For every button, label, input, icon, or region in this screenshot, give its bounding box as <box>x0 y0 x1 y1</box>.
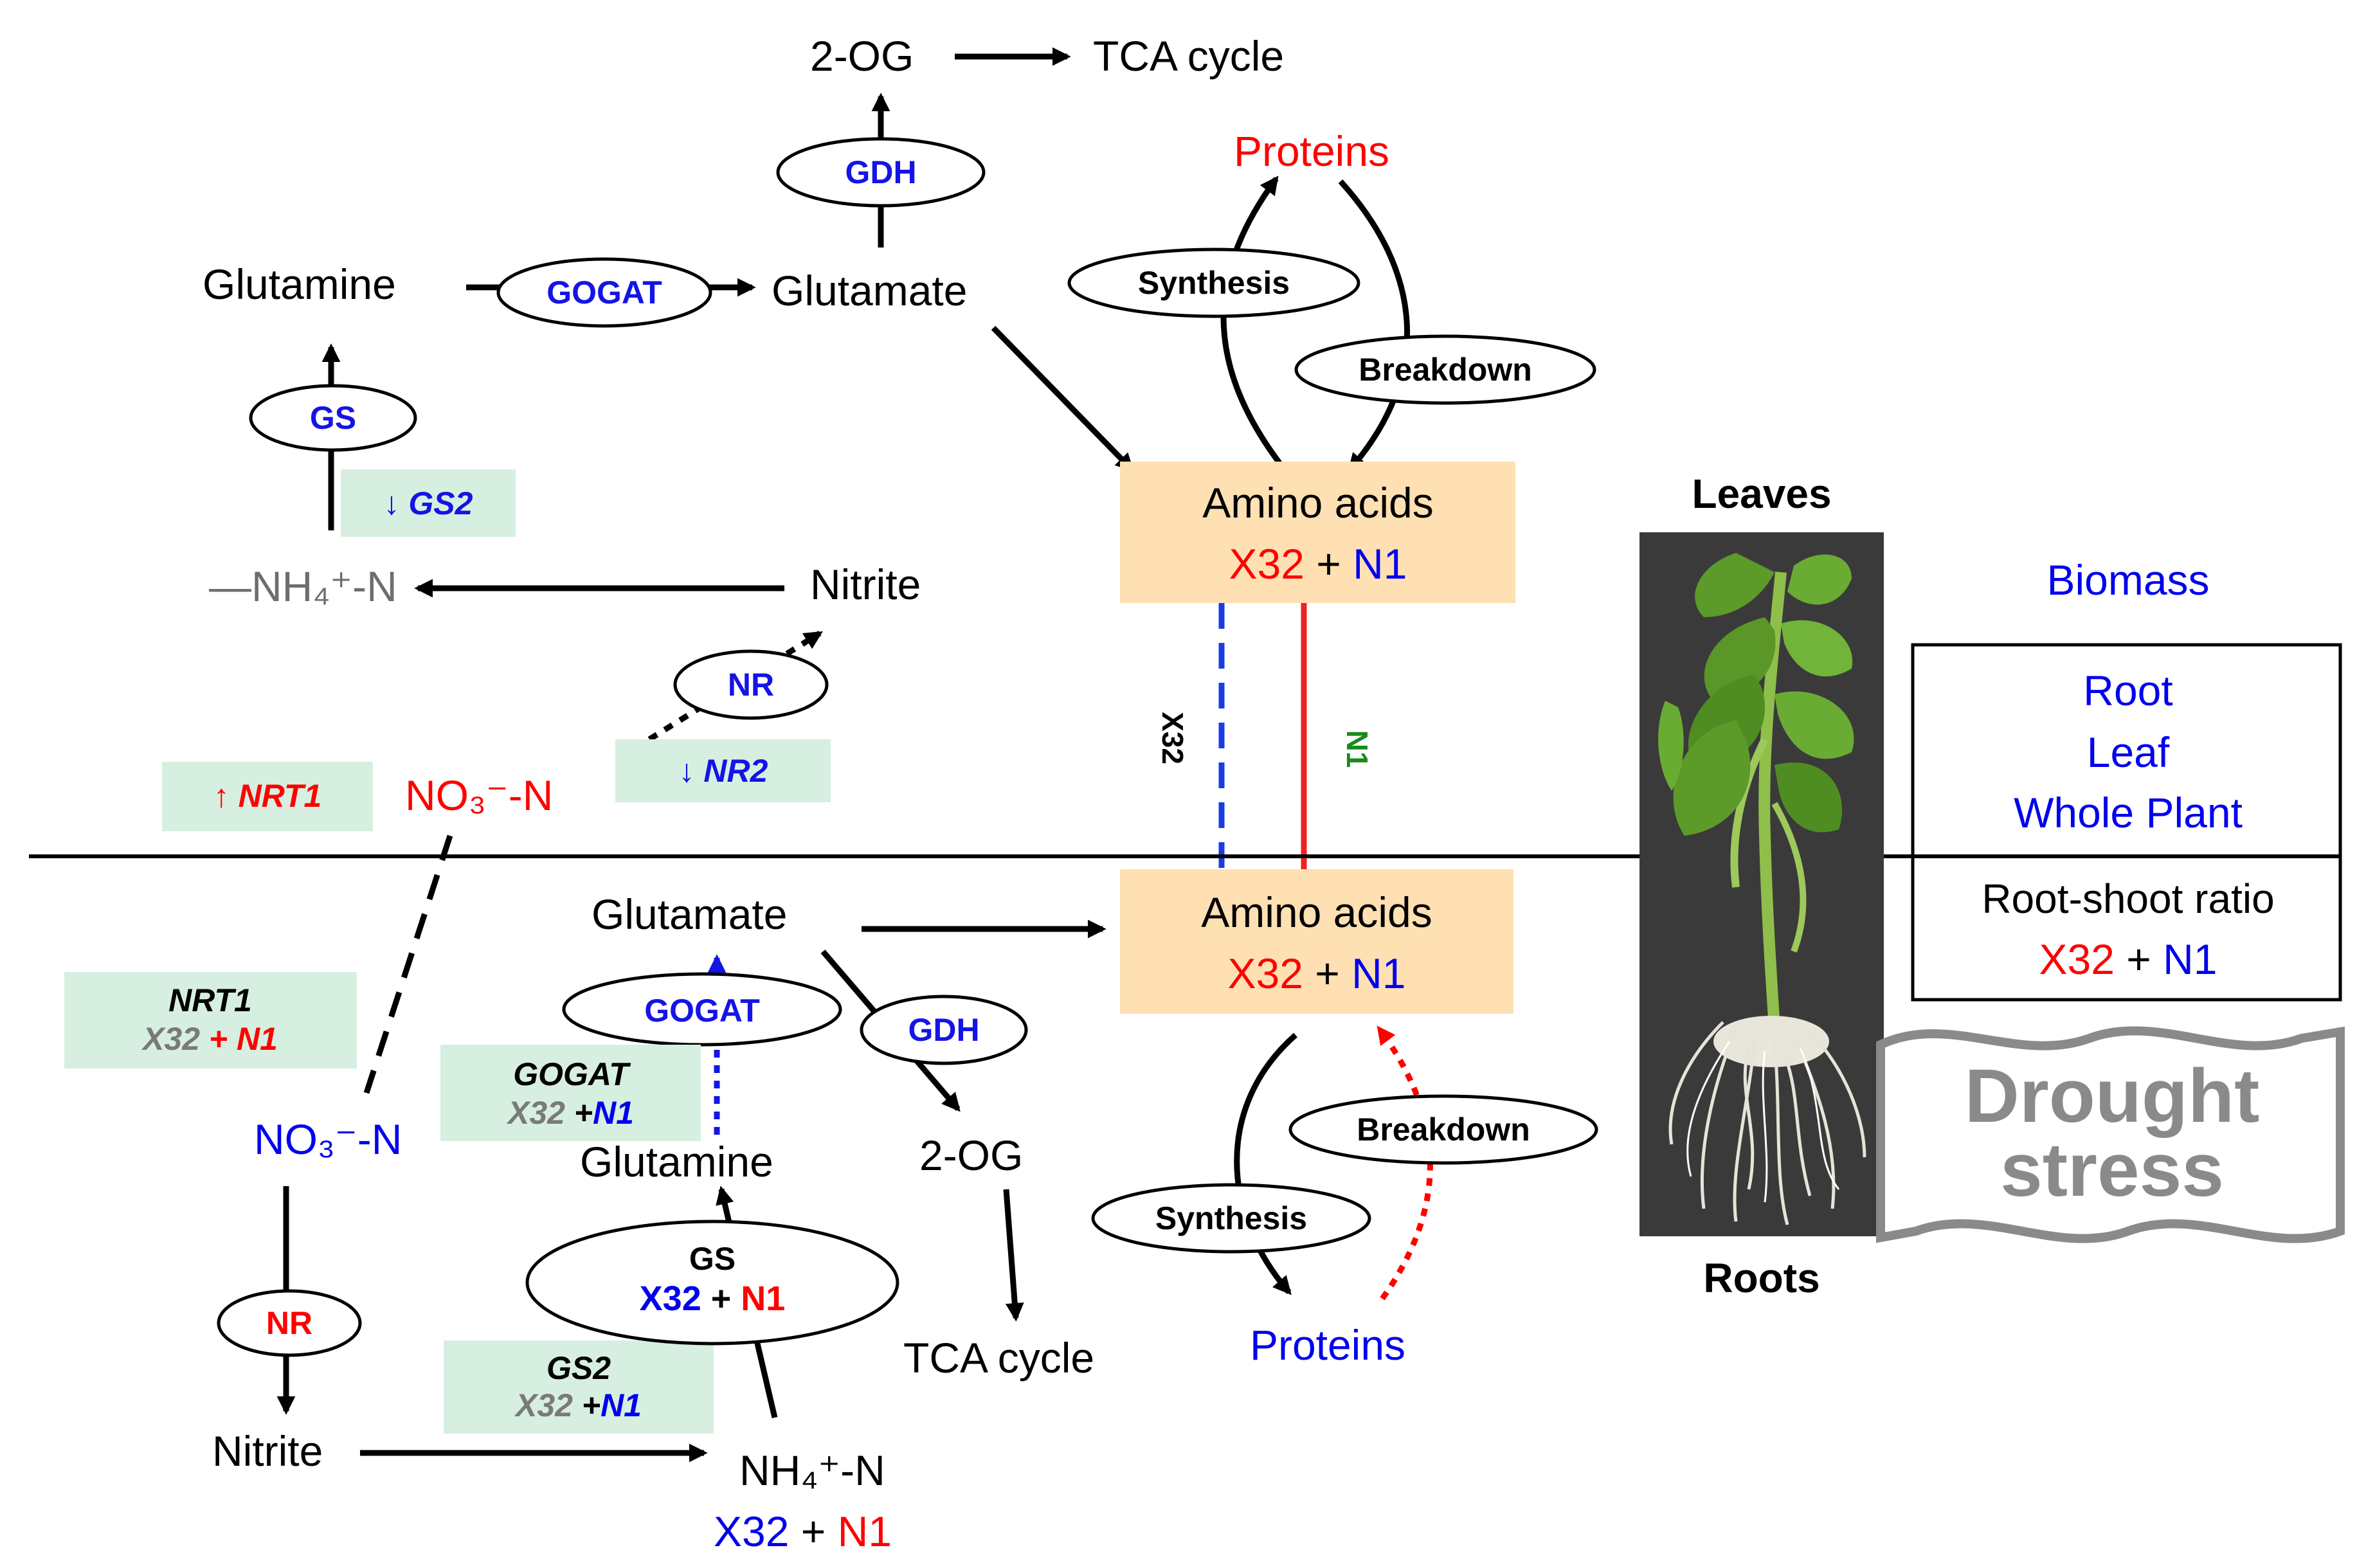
root-nitrite-label: Nitrite <box>212 1427 323 1475</box>
leaf-glutamate-label: Glutamate <box>772 267 967 314</box>
leaf-gs2-gene-box <box>341 469 516 537</box>
root-gs-treatment: X32 + N1 <box>640 1279 786 1318</box>
root-synthesis-arrow <box>1234 1032 1297 1295</box>
root-gogat-label: GOGAT <box>644 993 760 1029</box>
drought-stress-banner: Drought stress <box>1876 1026 2345 1243</box>
leaf-nr-ellipse <box>673 649 829 720</box>
root-amino-acids-treatment: X32 + N1 <box>1227 950 1405 997</box>
leaf-nr2-gene-box <box>615 739 831 802</box>
leaf-gs-ellipse <box>249 384 417 452</box>
root-shoot-ratio-label: Root-shoot ratio <box>1982 876 2274 922</box>
leaf-synthesis-label: Synthesis <box>1138 265 1290 301</box>
root-gs2-gene-treatment: X32 +N1 <box>514 1387 642 1423</box>
root-glutamate-label: Glutamate <box>592 890 787 938</box>
leaf-gogat-ellipse <box>496 257 712 328</box>
root-tca-label: TCA cycle <box>903 1334 1094 1382</box>
leaf-2og-label: 2-OG <box>810 32 914 80</box>
biomass-title: Biomass <box>2046 556 2209 604</box>
leaf-gdh-label: GDH <box>845 154 916 190</box>
root-gdh-label: GDH <box>908 1012 979 1048</box>
leaf-gdh-ellipse <box>776 137 986 208</box>
leaf-amino-acids-box <box>1120 462 1515 603</box>
leaf-tca-label: TCA cycle <box>1093 32 1284 80</box>
leaf-nrt1-gene-label: ↑ NRT1 <box>213 778 322 814</box>
biomass-item-leaf: Leaf <box>2087 728 2170 776</box>
leaf-breakdown-arrow <box>1338 179 1411 473</box>
root-gogat-gene-box <box>440 1045 701 1141</box>
leaf-synthesis-ellipse <box>1067 248 1360 318</box>
leaf-gogat-label: GOGAT <box>546 275 662 311</box>
root-shoot-ratio-treatment: X32 + N1 <box>2039 935 2217 983</box>
root-nr-label: NR <box>266 1305 312 1341</box>
leaf-gs2-gene-label: ↓ GS2 <box>384 485 473 521</box>
leaf-no3-to-nitrite-arrow <box>647 631 823 742</box>
root-gdh-ellipse <box>860 995 1028 1065</box>
leaf-nh4-label: —NH₄⁺-N <box>209 563 397 610</box>
root-amino-acids-box <box>1120 869 1513 1014</box>
root-synthesis-ellipse <box>1091 1183 1371 1254</box>
root-2og-label: 2-OG <box>919 1131 1023 1179</box>
root-nh4-treatment: X32 + N1 <box>714 1508 892 1555</box>
root-gs-label: GS <box>689 1241 736 1277</box>
leaf-breakdown-label: Breakdown <box>1359 352 1532 388</box>
leaf-nr-label: NR <box>728 667 774 703</box>
leaf-glutamate-to-amino-arrow <box>991 325 1135 473</box>
root-breakdown-label: Breakdown <box>1357 1112 1530 1148</box>
root-glutamine-label: Glutamine <box>580 1138 773 1185</box>
root-amino-acids-title: Amino acids <box>1201 888 1432 936</box>
leaves-label: Leaves <box>1692 471 1831 517</box>
no3-transport-line <box>363 834 453 1094</box>
leaf-no3-label: NO₃⁻-N <box>405 771 553 819</box>
x32-connector-label: X32 <box>1156 712 1189 764</box>
drought-stress-line2: stress <box>2000 1128 2224 1212</box>
root-no3-label: NO₃⁻-N <box>254 1115 402 1163</box>
leaf-gs-label: GS <box>310 400 356 436</box>
leaf-synthesis-arrow <box>1220 176 1282 465</box>
root-2og-to-tca-arrow <box>1003 1189 1024 1322</box>
root-nrt1-gene-label: NRT1 <box>168 982 252 1018</box>
root-breakdown-ellipse <box>1288 1094 1598 1165</box>
leaf-amino-acids-treatment: X32 + N1 <box>1229 540 1407 588</box>
biomass-item-root: Root <box>2083 667 2172 714</box>
leaf-glutamine-label: Glutamine <box>203 260 396 308</box>
leaf-proteins-label: Proteins <box>1234 127 1389 175</box>
root-nrt1-gene-treatment: X32 + N1 <box>141 1021 278 1057</box>
biomass-item-whole-plant: Whole Plant <box>2014 789 2243 836</box>
drought-stress-line1: Drought <box>1965 1054 2260 1139</box>
leaf-nitrite-label: Nitrite <box>810 561 921 608</box>
root-gogat-ellipse <box>562 972 842 1047</box>
root-gs2-gene-box <box>444 1340 714 1434</box>
root-nr-ellipse <box>217 1289 362 1357</box>
leaf-amino-acids-title: Amino acids <box>1202 479 1434 527</box>
sweet-potato-plant-photo-icon <box>1639 532 1884 1236</box>
root-nh4-label: NH₄⁺-N <box>739 1446 885 1494</box>
root-gs-ellipse <box>525 1220 899 1346</box>
root-gs2-gene-label: GS2 <box>546 1350 611 1386</box>
roots-label: Roots <box>1703 1255 1820 1301</box>
root-synthesis-label: Synthesis <box>1155 1200 1307 1236</box>
root-nrt1-gene-box <box>64 972 357 1068</box>
biomass-panel <box>1911 643 2342 1002</box>
root-gogat-gene-treatment: X32 +N1 <box>506 1095 634 1131</box>
root-gogat-gene-label: GOGAT <box>513 1056 631 1092</box>
leaf-breakdown-ellipse <box>1294 334 1596 405</box>
leaf-nrt1-gene-box <box>162 762 373 831</box>
root-proteins-label: Proteins <box>1250 1321 1405 1369</box>
leaf-nr2-gene-label: ↓ NR2 <box>679 753 768 789</box>
n1-connector-label: N1 <box>1341 730 1374 768</box>
